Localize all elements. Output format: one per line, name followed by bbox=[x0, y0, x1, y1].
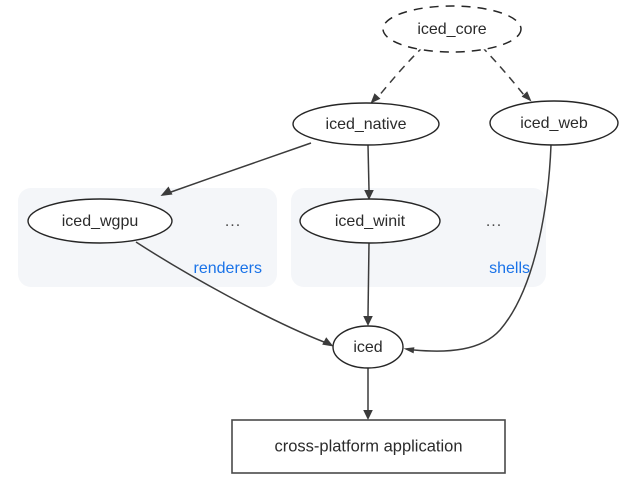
edge-arrowhead bbox=[364, 190, 374, 200]
edge-arrowhead bbox=[403, 347, 415, 354]
node-iced-winit[interactable]: iced_winit bbox=[299, 198, 441, 244]
cluster-renderers-label: renderers bbox=[194, 260, 262, 277]
edge-iced-core-to-iced-native bbox=[370, 45, 425, 104]
node-iced-native-shape[interactable] bbox=[292, 102, 440, 146]
node-iced-web-label: iced_web bbox=[520, 115, 588, 132]
cluster-shells-label: shells bbox=[489, 260, 530, 277]
node-iced-wgpu[interactable]: iced_wgpu bbox=[27, 198, 173, 244]
edge-iced-wgpu-to-iced bbox=[135, 241, 334, 347]
edge-iced-to-application bbox=[363, 368, 373, 420]
node-cross-platform-application[interactable]: cross-platform application bbox=[231, 419, 506, 474]
cluster-shells-ellipsis: ... bbox=[486, 213, 502, 230]
edge-iced-core-to-iced-web bbox=[480, 45, 532, 102]
edge-line bbox=[367, 242, 370, 317]
node-iced-core-label: iced_core bbox=[417, 21, 486, 38]
edge-line bbox=[413, 144, 552, 352]
node-iced-native[interactable]: iced_native bbox=[292, 102, 440, 146]
node-iced-winit-shape[interactable] bbox=[299, 198, 441, 244]
edge-iced-web-to-iced bbox=[403, 144, 552, 354]
edge-line bbox=[480, 45, 525, 96]
edge-arrowhead bbox=[322, 337, 334, 347]
node-iced-wgpu-label: iced_wgpu bbox=[62, 213, 139, 230]
edge-arrowhead bbox=[363, 410, 373, 420]
node-iced-label: iced bbox=[353, 339, 382, 356]
edge-iced-native-to-iced-wgpu bbox=[160, 142, 312, 196]
node-iced-core-shape[interactable] bbox=[382, 5, 522, 53]
edge-arrowhead bbox=[521, 91, 532, 102]
edge-line bbox=[377, 45, 425, 98]
node-iced-web-shape[interactable] bbox=[489, 100, 619, 146]
edge-line bbox=[367, 144, 370, 191]
node-iced-shape[interactable] bbox=[332, 325, 404, 369]
edge-iced-winit-to-iced bbox=[363, 242, 373, 326]
edge-line bbox=[170, 142, 312, 193]
edge-line bbox=[135, 241, 325, 343]
edge-arrowhead bbox=[363, 316, 373, 326]
node-iced-winit-label: iced_winit bbox=[335, 213, 406, 230]
edge-arrowhead bbox=[370, 93, 381, 104]
node-iced[interactable]: iced bbox=[332, 325, 404, 369]
edge-arrowhead bbox=[160, 186, 173, 196]
node-iced-core[interactable]: iced_core bbox=[382, 5, 522, 53]
cluster-renderers-ellipsis: ... bbox=[225, 213, 241, 230]
node-application-label: cross-platform application bbox=[275, 437, 463, 455]
node-application-shape[interactable] bbox=[231, 419, 506, 474]
node-iced-wgpu-shape[interactable] bbox=[27, 198, 173, 244]
node-iced-native-label: iced_native bbox=[326, 116, 407, 133]
edge-iced-native-to-iced-winit bbox=[364, 144, 374, 200]
node-iced-web[interactable]: iced_web bbox=[489, 100, 619, 146]
